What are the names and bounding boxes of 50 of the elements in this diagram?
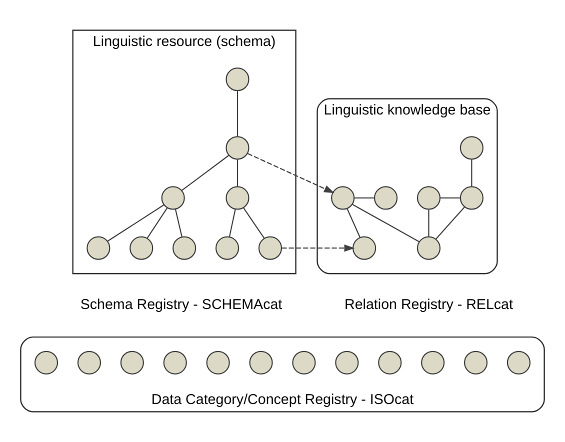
connector — [352, 204, 420, 242]
node-label: Relation Registry - RELcat — [344, 297, 513, 314]
node-circle — [215, 236, 240, 260]
connector — [243, 208, 265, 239]
node-circle — [416, 186, 441, 210]
cluster: Linguistic knowledge base — [316, 98, 498, 274]
node-circle — [335, 350, 359, 374]
node-circle — [506, 350, 531, 374]
connector — [174, 209, 182, 238]
node-circle — [464, 350, 488, 374]
node-circle — [421, 350, 445, 374]
connector — [236, 90, 238, 136]
connector — [346, 208, 360, 238]
arrow — [247, 153, 334, 194]
connector — [428, 210, 430, 237]
node-circle — [130, 236, 154, 260]
node-circle — [120, 350, 144, 374]
connector — [436, 206, 466, 240]
node-label: Schema Registry - SCHEMAcat — [80, 297, 282, 314]
connector — [354, 197, 374, 199]
node-circle — [460, 186, 484, 210]
node-circle — [226, 136, 250, 160]
node-circle — [378, 350, 402, 374]
node-circle — [416, 236, 441, 260]
node-circle — [460, 136, 484, 160]
connector — [228, 209, 236, 238]
node-circle — [86, 236, 110, 260]
node-circle — [331, 186, 355, 210]
connector — [236, 160, 238, 187]
cluster: Linguistic resource (schema) — [72, 30, 296, 274]
connector — [181, 154, 230, 192]
node-circle — [374, 186, 398, 210]
node-circle — [249, 350, 273, 374]
connector — [440, 197, 460, 199]
node-circle — [163, 350, 187, 374]
node-circle — [258, 236, 282, 260]
arrow — [282, 244, 355, 252]
node-circle — [34, 350, 58, 374]
node-circle — [352, 236, 376, 260]
node-circle — [226, 68, 250, 92]
node-circle — [206, 350, 230, 374]
connector — [471, 160, 472, 187]
node-circle — [161, 186, 185, 210]
node-circle — [77, 350, 102, 374]
connector — [146, 208, 168, 239]
node-circle — [226, 186, 250, 210]
node-circle — [292, 350, 316, 374]
connector — [107, 204, 164, 242]
node-circle — [172, 236, 196, 260]
cluster: Data Category/Concept Registry - ISOcat — [20, 336, 545, 412]
